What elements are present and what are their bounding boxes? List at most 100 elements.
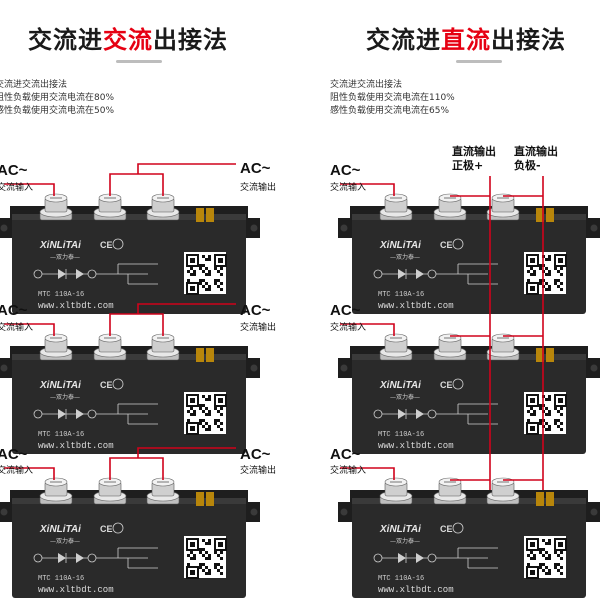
qr-module: [530, 273, 533, 276]
qr-module: [557, 419, 560, 422]
model-number: MTC 110A-16: [378, 291, 424, 299]
qr-module: [548, 428, 551, 431]
qr-module: [220, 288, 223, 291]
left-ac-out-sub-1: 交流输出: [240, 183, 277, 193]
qr-module: [214, 422, 217, 425]
qr-module: [542, 539, 545, 542]
left-ac-out-label-3: AC~: [240, 446, 271, 463]
mount-hole: [590, 364, 598, 372]
website-url: www.xltbdt.com: [378, 441, 454, 451]
module-top-edge: [352, 498, 586, 504]
qr-module: [214, 419, 217, 422]
qr-module: [557, 569, 560, 572]
qr-module: [217, 563, 220, 566]
qr-module: [199, 407, 202, 410]
left-ac-out-sub-3: 交流输出: [240, 466, 277, 476]
qr-module: [527, 270, 530, 273]
qr-module: [560, 557, 563, 560]
right-title-part-c: 出接法: [491, 26, 566, 54]
model-number: MTC 110A-16: [378, 431, 424, 439]
gate-terminal: [196, 208, 204, 222]
qr-module: [557, 279, 560, 282]
left-ac-in-sub-3: 交流输入: [0, 466, 34, 476]
qr-module: [208, 410, 211, 413]
mount-hole: [250, 508, 258, 516]
qr-module: [560, 407, 563, 410]
ce-mark: CE: [100, 380, 113, 390]
schematic-thyristor: [398, 269, 406, 279]
qr-module: [208, 539, 211, 542]
qr-module: [202, 404, 205, 407]
qr-module: [190, 407, 193, 410]
qr-module: [545, 551, 548, 554]
qr-module: [208, 285, 211, 288]
left-ac-in-label-3: AC~: [0, 446, 28, 463]
qr-module: [202, 539, 205, 542]
right-title-underline: [456, 60, 502, 63]
qr-module: [554, 563, 557, 566]
left-title: 交流进交流出接法: [28, 20, 228, 55]
qr-module: [187, 279, 190, 282]
qr-module: [548, 255, 551, 258]
qr-module: [560, 572, 563, 575]
qr-module: [548, 285, 551, 288]
right-title-highlight: 直流: [441, 26, 491, 54]
qr-module: [208, 557, 211, 560]
qr-module: [205, 413, 208, 416]
qr-module: [548, 398, 551, 401]
qr-module: [530, 557, 533, 560]
right-ac-in-label-1: AC~: [330, 162, 361, 179]
qr-module: [187, 419, 190, 422]
qr-module: [217, 270, 220, 273]
ac-output-wire-left-2: [137, 303, 236, 314]
qr-module: [548, 542, 551, 545]
ac-output-link-wire-left-3: [109, 457, 164, 480]
model-number: MTC 110A-16: [38, 575, 84, 583]
website-url: www.xltbdt.com: [38, 585, 114, 595]
qr-module: [217, 569, 220, 572]
qr-module: [187, 554, 190, 557]
qr-module: [554, 422, 557, 425]
right-note-line: 感性负载使用交流电流在65%: [330, 106, 450, 116]
cert-mark: [112, 522, 124, 534]
gate-terminal: [536, 492, 544, 506]
qr-module: [548, 258, 551, 261]
qr-module: [202, 569, 205, 572]
qr-module: [560, 566, 563, 569]
left-ac-out-sub-2: 交流输出: [240, 323, 277, 333]
ce-mark: CE: [100, 240, 113, 250]
qr-module: [533, 557, 536, 560]
qr-module: [548, 557, 551, 560]
qr-module: [539, 419, 542, 422]
mount-hole: [340, 364, 348, 372]
qr-module: [560, 273, 563, 276]
qr-module: [214, 267, 217, 270]
qr-module: [202, 270, 205, 273]
left-note-line: 阻性负载使用交流电流在80%: [0, 93, 115, 103]
qr-module: [539, 279, 542, 282]
qr-module: [220, 422, 223, 425]
qr-module: [205, 267, 208, 270]
mount-hole: [0, 224, 8, 232]
right-ac-in-sub-3: 交流输入: [330, 466, 367, 476]
qr-module: [205, 288, 208, 291]
ac-input-wire-right-1: [340, 183, 395, 196]
qr-module: [545, 288, 548, 291]
qr-module: [220, 273, 223, 276]
qr-finder-center: [190, 398, 195, 403]
qr-module: [545, 566, 548, 569]
ce-mark: CE: [440, 240, 453, 250]
qr-module: [199, 566, 202, 569]
qr-module: [533, 270, 536, 273]
qr-module: [214, 551, 217, 554]
qr-module: [539, 566, 542, 569]
left-ac-in-sub-2: 交流输入: [0, 323, 34, 333]
left-title-underline: [116, 60, 162, 63]
qr-module: [554, 267, 557, 270]
left-title-highlight: 交流: [103, 26, 153, 54]
qr-module: [554, 566, 557, 569]
schematic-thyristor: [58, 553, 66, 563]
mount-hole: [250, 224, 258, 232]
